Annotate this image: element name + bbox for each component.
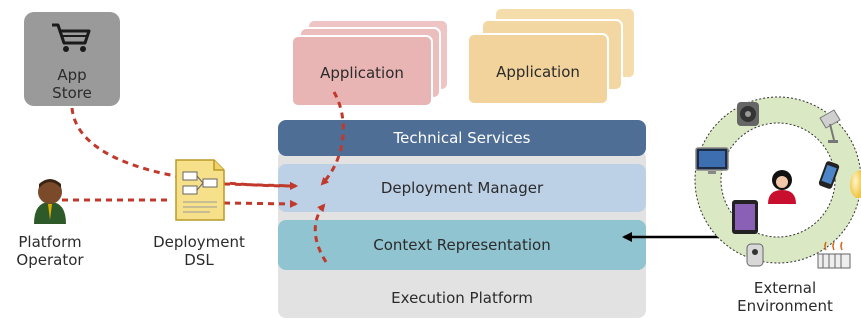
application-label-tan: Application: [496, 63, 580, 81]
technical-services-label: Technical Services: [393, 129, 531, 147]
deployment-flow-arrows: [62, 91, 345, 263]
tv-icon: [695, 147, 729, 174]
speaker-icon: [737, 102, 759, 126]
external-environment-label-line2: Environment: [737, 297, 833, 315]
app-store-label-line1: App: [57, 66, 86, 84]
external-environment[interactable]: External Environment: [694, 96, 861, 315]
shopping-cart-icon: [52, 23, 91, 52]
application-stack-pink[interactable]: Application: [291, 19, 449, 107]
technical-services-layer[interactable]: Technical Services: [278, 120, 646, 156]
platform-operator-label-line2: Operator: [16, 251, 84, 269]
deployment-manager-label: Deployment Manager: [381, 179, 544, 197]
application-card-pink[interactable]: [291, 35, 433, 107]
execution-platform-label: Execution Platform: [391, 289, 533, 307]
document-icon: [175, 159, 225, 221]
environment-ring: [695, 97, 861, 263]
deployment-manager-layer[interactable]: Deployment Manager: [278, 164, 646, 212]
dsl-to-deployment-manager-arrow-top: [223, 181, 298, 190]
app-store[interactable]: App Store: [24, 12, 120, 106]
heater-icon: [817, 241, 851, 269]
context-to-deployment-manager-arrow: [313, 203, 328, 263]
lamp-icon: [819, 109, 841, 143]
platform-operator[interactable]: Platform Operator: [16, 179, 84, 269]
context-representation-layer[interactable]: Context Representation: [278, 220, 646, 270]
dsl-to-deployment-manager-arrow-bottom: [223, 199, 298, 208]
external-environment-label-line1: External: [754, 279, 816, 297]
user-icon: [768, 170, 796, 204]
operator-person-icon: [34, 179, 66, 224]
deployment-dsl-label-line2: DSL: [184, 251, 214, 269]
phone-icon: [818, 161, 840, 189]
app-store-label-line2: Store: [52, 84, 92, 102]
application-card-tan[interactable]: [467, 33, 609, 105]
platform-operator-label-line1: Platform: [18, 233, 81, 251]
application-to-deployment-manager-arrow: [320, 91, 345, 186]
bulb-icon: [850, 170, 861, 198]
deployment-dsl[interactable]: Deployment DSL: [153, 159, 245, 269]
application-stack-tan[interactable]: Application: [467, 7, 636, 105]
context-representation-label: Context Representation: [373, 236, 550, 254]
sensor-icon: [746, 243, 764, 267]
deployment-dsl-label-line1: Deployment: [153, 233, 245, 251]
app-store-to-deployment-manager-arrow: [70, 107, 298, 190]
tablet-icon: [732, 200, 758, 234]
application-label-pink: Application: [320, 64, 404, 82]
